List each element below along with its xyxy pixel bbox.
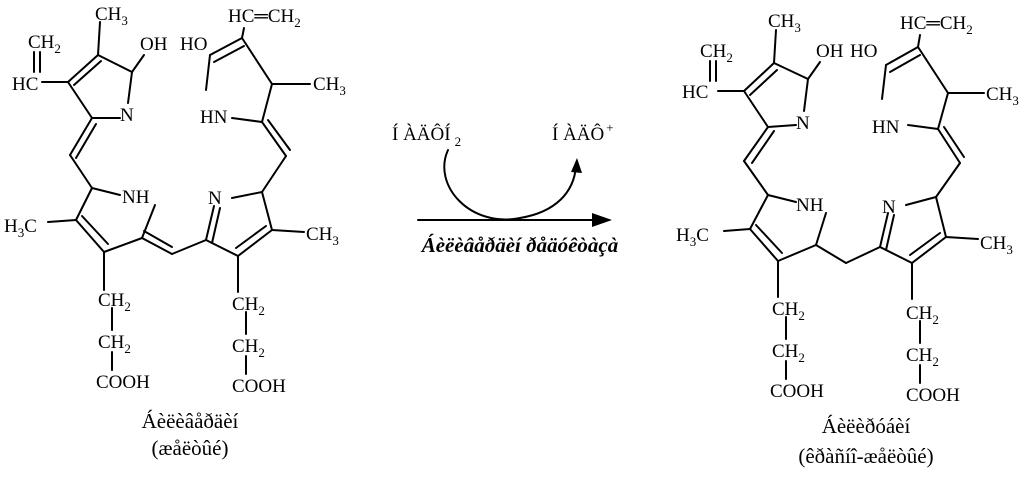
ring-b-vinyl-label-right: HC═CH2 [900,13,973,37]
chain-d-ch2-a-label-right: CH2 [906,303,939,327]
chain-c-ch2-a-label-right: CH2 [772,299,805,323]
ring-b-vinyl-label: HC═CH2 [228,6,301,30]
ring-c-nh-label-right: NH [796,195,824,216]
ring-b-methyl-label-right: CH3 [986,84,1019,108]
ring-d-bonds-right [845,196,979,300]
ring-b-nh-label: HN [200,107,228,128]
chain-d-ch2-b-label: CH2 [232,336,265,360]
ring-d-nitrogen-label: N [208,188,222,209]
chain-c-ch2-a-label: CH2 [98,290,131,314]
ring-c-nh-label: NH [122,187,150,208]
ring-d-bonds [171,191,305,293]
product-nadp-label: Í ÀÄÔ+ [552,120,614,145]
ring-a-nitrogen-label-right: N [796,113,810,134]
chain-c-cooh-label-right: COOH [770,381,824,402]
ring-b-methyl-label: CH3 [313,74,346,98]
ring-b-bonds-right [881,34,985,198]
cofactor-curved-arrow [443,149,577,221]
ring-d-methyl-label-right: CH3 [980,233,1013,257]
ring-a-vinyl-ch2-label-right: CH2 [700,41,733,65]
ring-b-nh-label-right: HN [872,117,900,138]
ring-a-nitrogen-label: N [120,105,134,126]
ring-c-bonds [47,187,173,291]
main-arrow-head [592,213,612,227]
chain-d-ch2-a-label: CH2 [232,294,265,318]
biliverdin-name: Áèëèâåðäèí [142,409,239,433]
ring-b-hydroxyl-label-right: HO [850,41,877,62]
ring-c-bonds-right [723,194,847,298]
chain-c-cooh-label: COOH [96,372,150,393]
chain-d-ch2-b-label-right: CH2 [906,345,939,369]
ring-a-vinyl-hc-label-right: HC [682,82,708,103]
chain-d-cooh-label-right: COOH [906,385,960,406]
biliverdin-color-note: (æåëòûé) [152,436,229,460]
ring-a-vinyl-hc-label: HC [12,74,38,95]
propionate-chains-left [111,307,247,375]
bilirubin-structure: CH3 CH2 HC OH N HC═CH2 HO HN CH3 NH N H3… [676,11,1019,468]
ring-c-methyl-label: H3C [4,216,37,240]
ring-c-methyl-label-right: H3C [676,225,709,249]
propionate-chains-right [785,316,921,384]
enzyme-label: Áèëèâåðäèí ðåäóêòàçà [420,233,619,257]
ring-a-bonds-right [709,29,821,196]
ring-a-vinyl-ch2-label: CH2 [28,32,61,56]
ring-b-hydroxyl-label: HO [180,34,207,55]
chain-d-cooh-label: COOH [232,376,286,397]
ring-a-bonds [33,21,145,189]
ring-d-methyl-label: CH3 [306,224,339,248]
biliverdin-structure: CH3 CH2 HC OH N HC═CH2 HO HN CH3 NH N H3… [4,4,346,460]
bilirubin-name: Áèëèðóáèí [822,414,911,438]
bilirubin-color-note: (êðàñíî-æåëòûé) [798,444,933,468]
ring-a-hydroxyl-label-right: OH [816,41,844,62]
chain-c-ch2-b-label: CH2 [98,332,131,356]
ring-b-bonds [205,27,311,193]
chain-c-ch2-b-label-right: CH2 [772,341,805,365]
curved-arrow-head [571,158,582,173]
ring-a-hydroxyl-label: OH [140,34,168,55]
ring-a-methyl-label: CH3 [95,4,128,28]
ring-a-methyl-label-right: CH3 [768,11,801,35]
ring-d-nitrogen-label-right: N [882,197,896,218]
